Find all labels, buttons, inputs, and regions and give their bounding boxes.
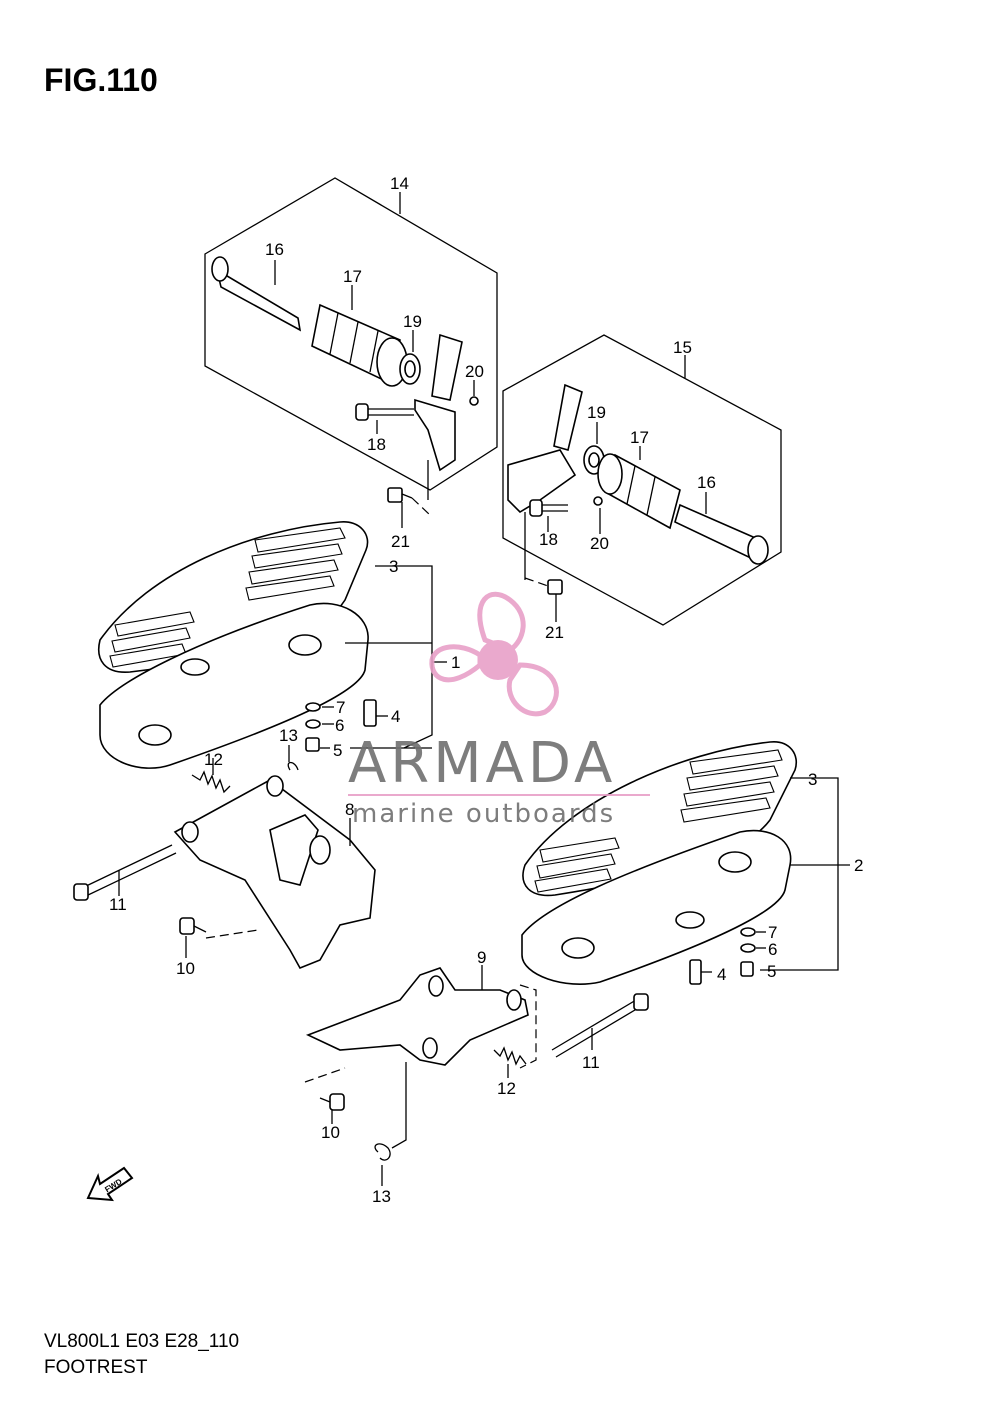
callout-5: 5	[333, 741, 342, 760]
part-clip-20-left	[469, 380, 479, 406]
part-bracket-8	[173, 775, 376, 970]
callout-7: 7	[768, 923, 777, 942]
callout-17: 17	[343, 267, 362, 286]
hardware-group-left	[305, 699, 388, 752]
part-bracket-left	[414, 333, 463, 500]
callout-13: 13	[279, 726, 298, 745]
footer-model-code: VL800L1 E03 E28_110	[44, 1331, 240, 1352]
callout-bracket-2-right	[760, 777, 850, 971]
part-pin-16-left	[211, 256, 302, 332]
part-spring-12-left	[191, 758, 231, 794]
callout-17: 17	[630, 428, 649, 447]
part-grip-17-left	[311, 285, 408, 387]
callout-2: 2	[854, 856, 863, 875]
part-clip-20-right	[593, 496, 603, 534]
part-bolt-10-right	[304, 1067, 346, 1124]
part-bolt-21-left	[387, 487, 431, 528]
part-clip-13-left	[287, 745, 299, 771]
callout-8: 8	[345, 800, 354, 819]
callout-20: 20	[590, 534, 609, 553]
callout-16: 16	[697, 473, 716, 492]
callout-12: 12	[204, 750, 223, 769]
figure-title: FIG.110	[44, 62, 158, 98]
footer-section-name: FOOTREST	[44, 1357, 148, 1378]
callout-16: 16	[265, 240, 284, 259]
callout-bracket-1-left	[345, 565, 447, 749]
part-bolt-11-right	[519, 984, 649, 1069]
part-clip-13-right	[374, 1062, 407, 1186]
callout-15: 15	[673, 338, 692, 357]
hardware-group-right	[689, 927, 766, 985]
callout-20: 20	[465, 362, 484, 381]
callout-18: 18	[539, 530, 558, 549]
part-pin-16-right	[674, 492, 769, 565]
callout-10: 10	[321, 1123, 340, 1142]
callout-4: 4	[391, 707, 400, 726]
part-floorboard-pad-3-right	[522, 741, 797, 897]
part-bracket-right	[507, 383, 583, 580]
callout-9: 9	[477, 948, 486, 967]
assembly-box-14	[204, 177, 498, 491]
fwd-arrow-icon: FWD	[86, 1166, 134, 1202]
callout-13: 13	[372, 1187, 391, 1206]
callout-7: 7	[336, 698, 345, 717]
callout-5: 5	[767, 962, 776, 981]
watermark-tagline: marine outboards	[352, 799, 615, 829]
callout-12: 12	[497, 1079, 516, 1098]
assembly-box-15	[502, 334, 782, 626]
part-bolt-18-right	[529, 499, 568, 532]
callout-6: 6	[768, 940, 777, 959]
callout-4: 4	[717, 965, 726, 984]
part-bolt-10-left	[179, 917, 259, 958]
callout-3: 3	[808, 770, 817, 789]
callout-10: 10	[176, 959, 195, 978]
callout-19: 19	[403, 312, 422, 331]
part-bolt-18-left	[355, 403, 414, 434]
part-floorboard-base-1-left	[99, 602, 369, 769]
callout-11: 11	[582, 1053, 600, 1072]
part-bolt-11-left	[73, 844, 177, 901]
part-spring-12-right	[493, 1046, 527, 1078]
callout-18: 18	[367, 435, 386, 454]
callout-3: 3	[389, 557, 398, 576]
part-washer-19-left	[399, 330, 421, 385]
callout-21: 21	[545, 623, 564, 642]
callout-6: 6	[335, 716, 344, 735]
part-grip-17-right	[597, 446, 681, 530]
part-bracket-9	[305, 965, 529, 1066]
callout-14: 14	[390, 174, 409, 193]
callout-1: 1	[451, 653, 460, 672]
watermark-logo: ARMADA marine outboards	[348, 591, 650, 829]
callout-19: 19	[587, 403, 606, 422]
part-bolt-21-right	[524, 577, 563, 622]
part-floorboard-base-2-right	[521, 829, 792, 985]
callout-21: 21	[391, 532, 410, 551]
watermark-brand: ARMADA	[348, 731, 616, 796]
callout-11: 11	[109, 895, 127, 914]
callout-labels: 14 16 17 19 20 18 21 15 19 17 16 18 20 2…	[109, 174, 863, 1206]
